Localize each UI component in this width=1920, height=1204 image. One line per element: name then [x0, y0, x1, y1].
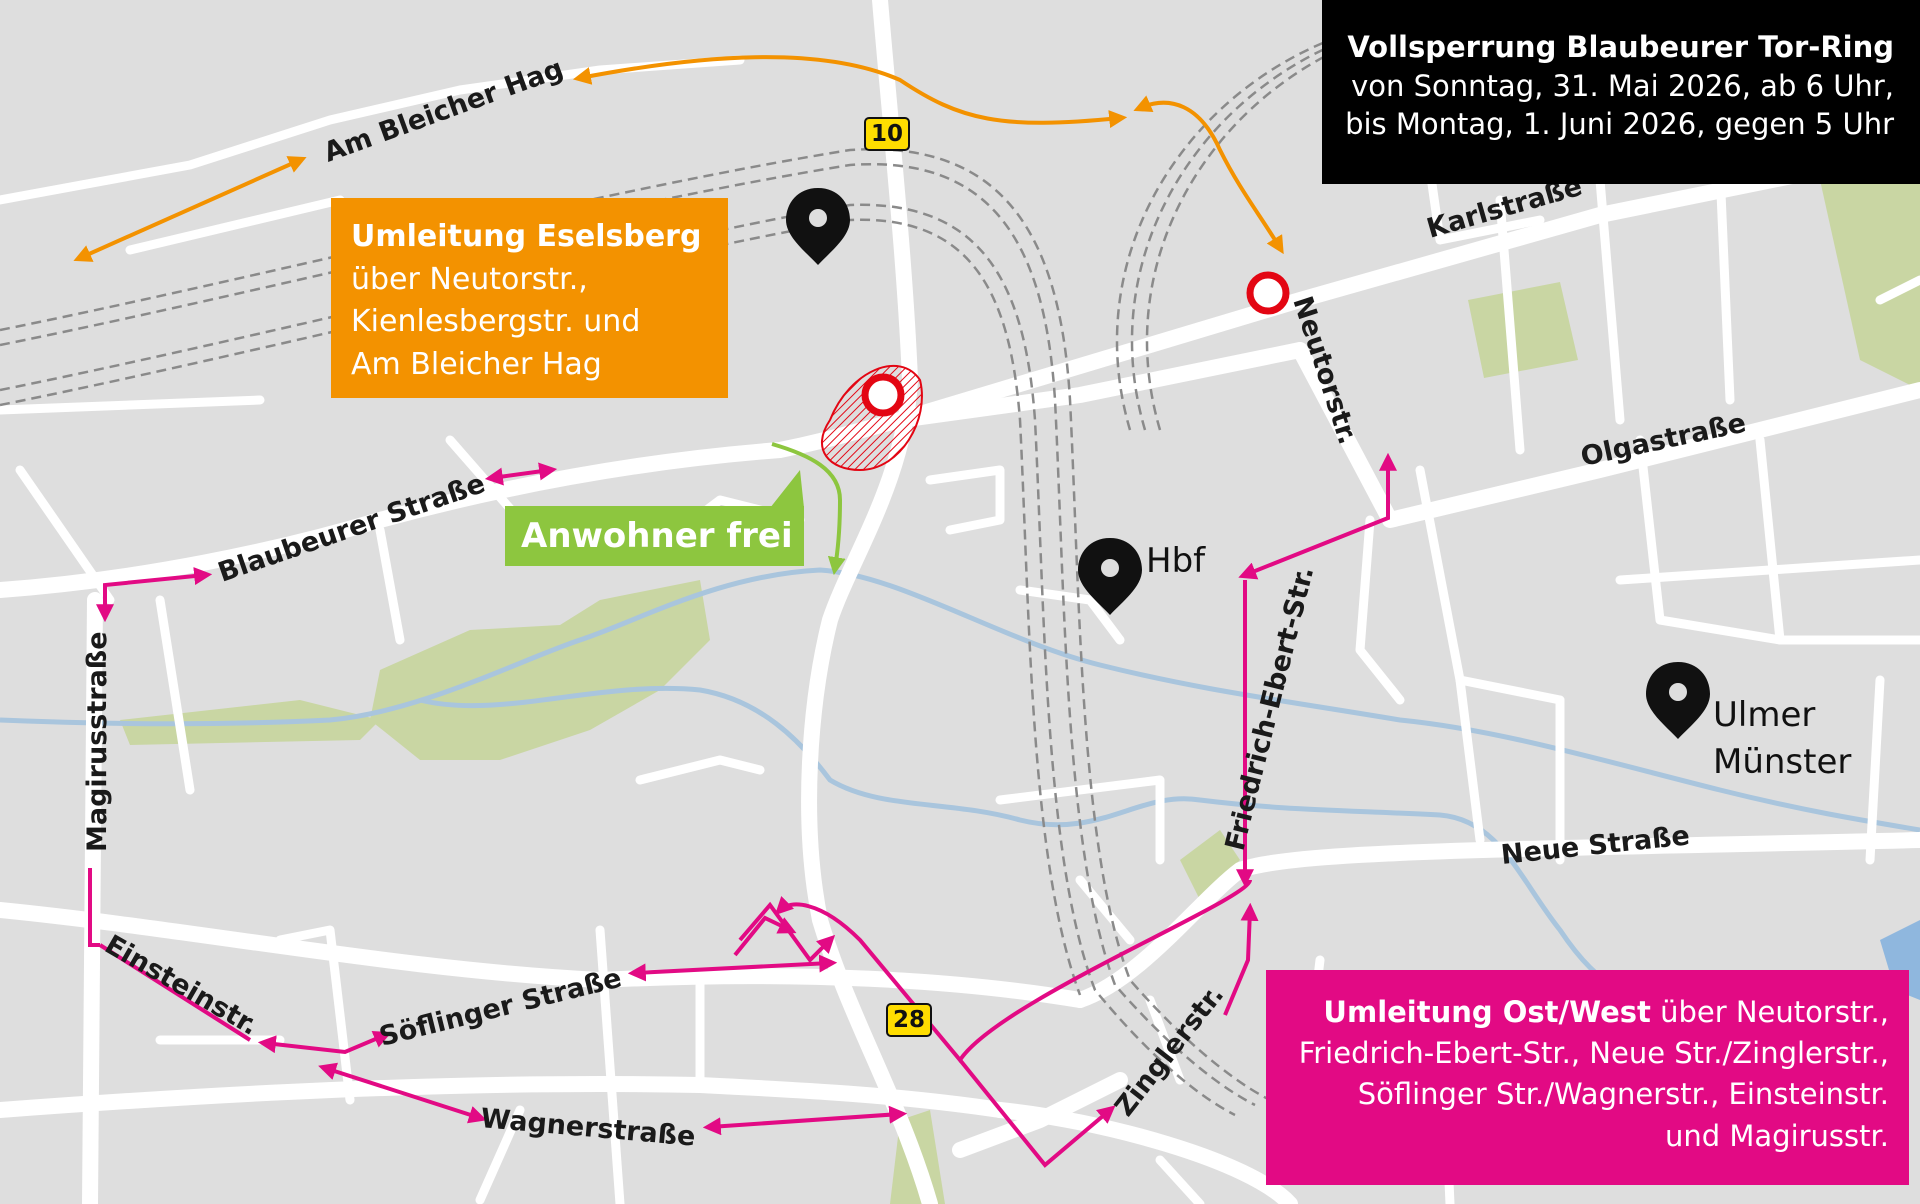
road-closed-icon [1246, 271, 1290, 315]
route-shield-10: 10 [870, 121, 903, 147]
street-zinglerstr: Zinglerstr. [1109, 980, 1230, 1123]
pin-label-hbf: Hbf [1146, 541, 1206, 581]
street-olgastrasse: Olgastraße [1578, 408, 1749, 473]
detour-eselsberg-box: Umleitung Eselsberg über Neutorstr., Kie… [331, 198, 728, 398]
resident-access-text: Anwohner frei [521, 516, 793, 556]
map-pin-icon [786, 188, 850, 265]
street-blaubeurer-strasse: Blaubeurer Straße [214, 468, 489, 589]
resident-access-label: Anwohner frei [505, 506, 804, 566]
pin-label-muenster-line2: Münster [1713, 741, 1852, 782]
detour-eselsberg-line3: Am Bleicher Hag [351, 346, 602, 382]
detour-eselsberg-title: Umleitung Eselsberg [351, 219, 702, 254]
route-shield-icon: 28 [886, 1003, 932, 1037]
water [1880, 920, 1920, 1000]
detour-ostwest-line4: und Magirusstr. [1664, 1118, 1889, 1153]
pin-label-muenster-line1: Ulmer [1713, 695, 1816, 735]
route-shield-28: 28 [892, 1007, 925, 1033]
pin-label-muenster: Ulmer Münster [1713, 692, 1851, 786]
closure-title: Vollsperrung Blaubeurer Tor-Ring [1347, 30, 1894, 64]
detour-ostwest-title-suffix: über Neutorstr., [1650, 995, 1889, 1029]
street-magirusstrasse: Magirusstraße [82, 631, 113, 852]
street-neue-strasse: Neue Straße [1499, 820, 1691, 871]
resident-access-route [771, 442, 846, 576]
detour-ostwest-line1: Umleitung Ost/West über Neutorstr., [1266, 992, 1889, 1033]
detour-eselsberg-line1: über Neutorstr., [351, 261, 588, 297]
road-closed-icon [861, 373, 905, 417]
detour-eselsberg-line2: Kienlesbergstr. und [351, 304, 641, 340]
resident-label-pointer [770, 470, 804, 508]
detour-ostwest-box: Umleitung Ost/West über Neutorstr., Frie… [1266, 970, 1909, 1185]
route-shield-icon: 10 [864, 117, 910, 151]
detour-eselsberg-route [73, 55, 1284, 262]
closure-until: bis Montag, 1. Juni 2026, gegen 5 Uhr [1345, 107, 1894, 142]
detour-ostwest-title: Umleitung Ost/West [1323, 995, 1651, 1029]
detour-ostwest-line2: Friedrich-Ebert-Str., Neue Str./Zinglers… [1298, 1036, 1889, 1071]
street-neutorstr: Neutorstr. [1286, 293, 1363, 449]
detour-ostwest-line3: Söflinger Str./Wagnerstr., Einsteinstr. [1357, 1077, 1889, 1112]
closure-from: von Sonntag, 31. Mai 2026, ab 6 Uhr, [1351, 68, 1894, 103]
river [0, 567, 1920, 993]
detour-ostwest-route [88, 452, 1397, 1168]
map-pin-icon [1646, 662, 1710, 739]
street-wagnerstrasse: Wagnerstraße [479, 1103, 696, 1153]
map-pin-icon [1078, 538, 1142, 615]
closure-info-box: Vollsperrung Blaubeurer Tor-Ring von Son… [1322, 0, 1920, 184]
